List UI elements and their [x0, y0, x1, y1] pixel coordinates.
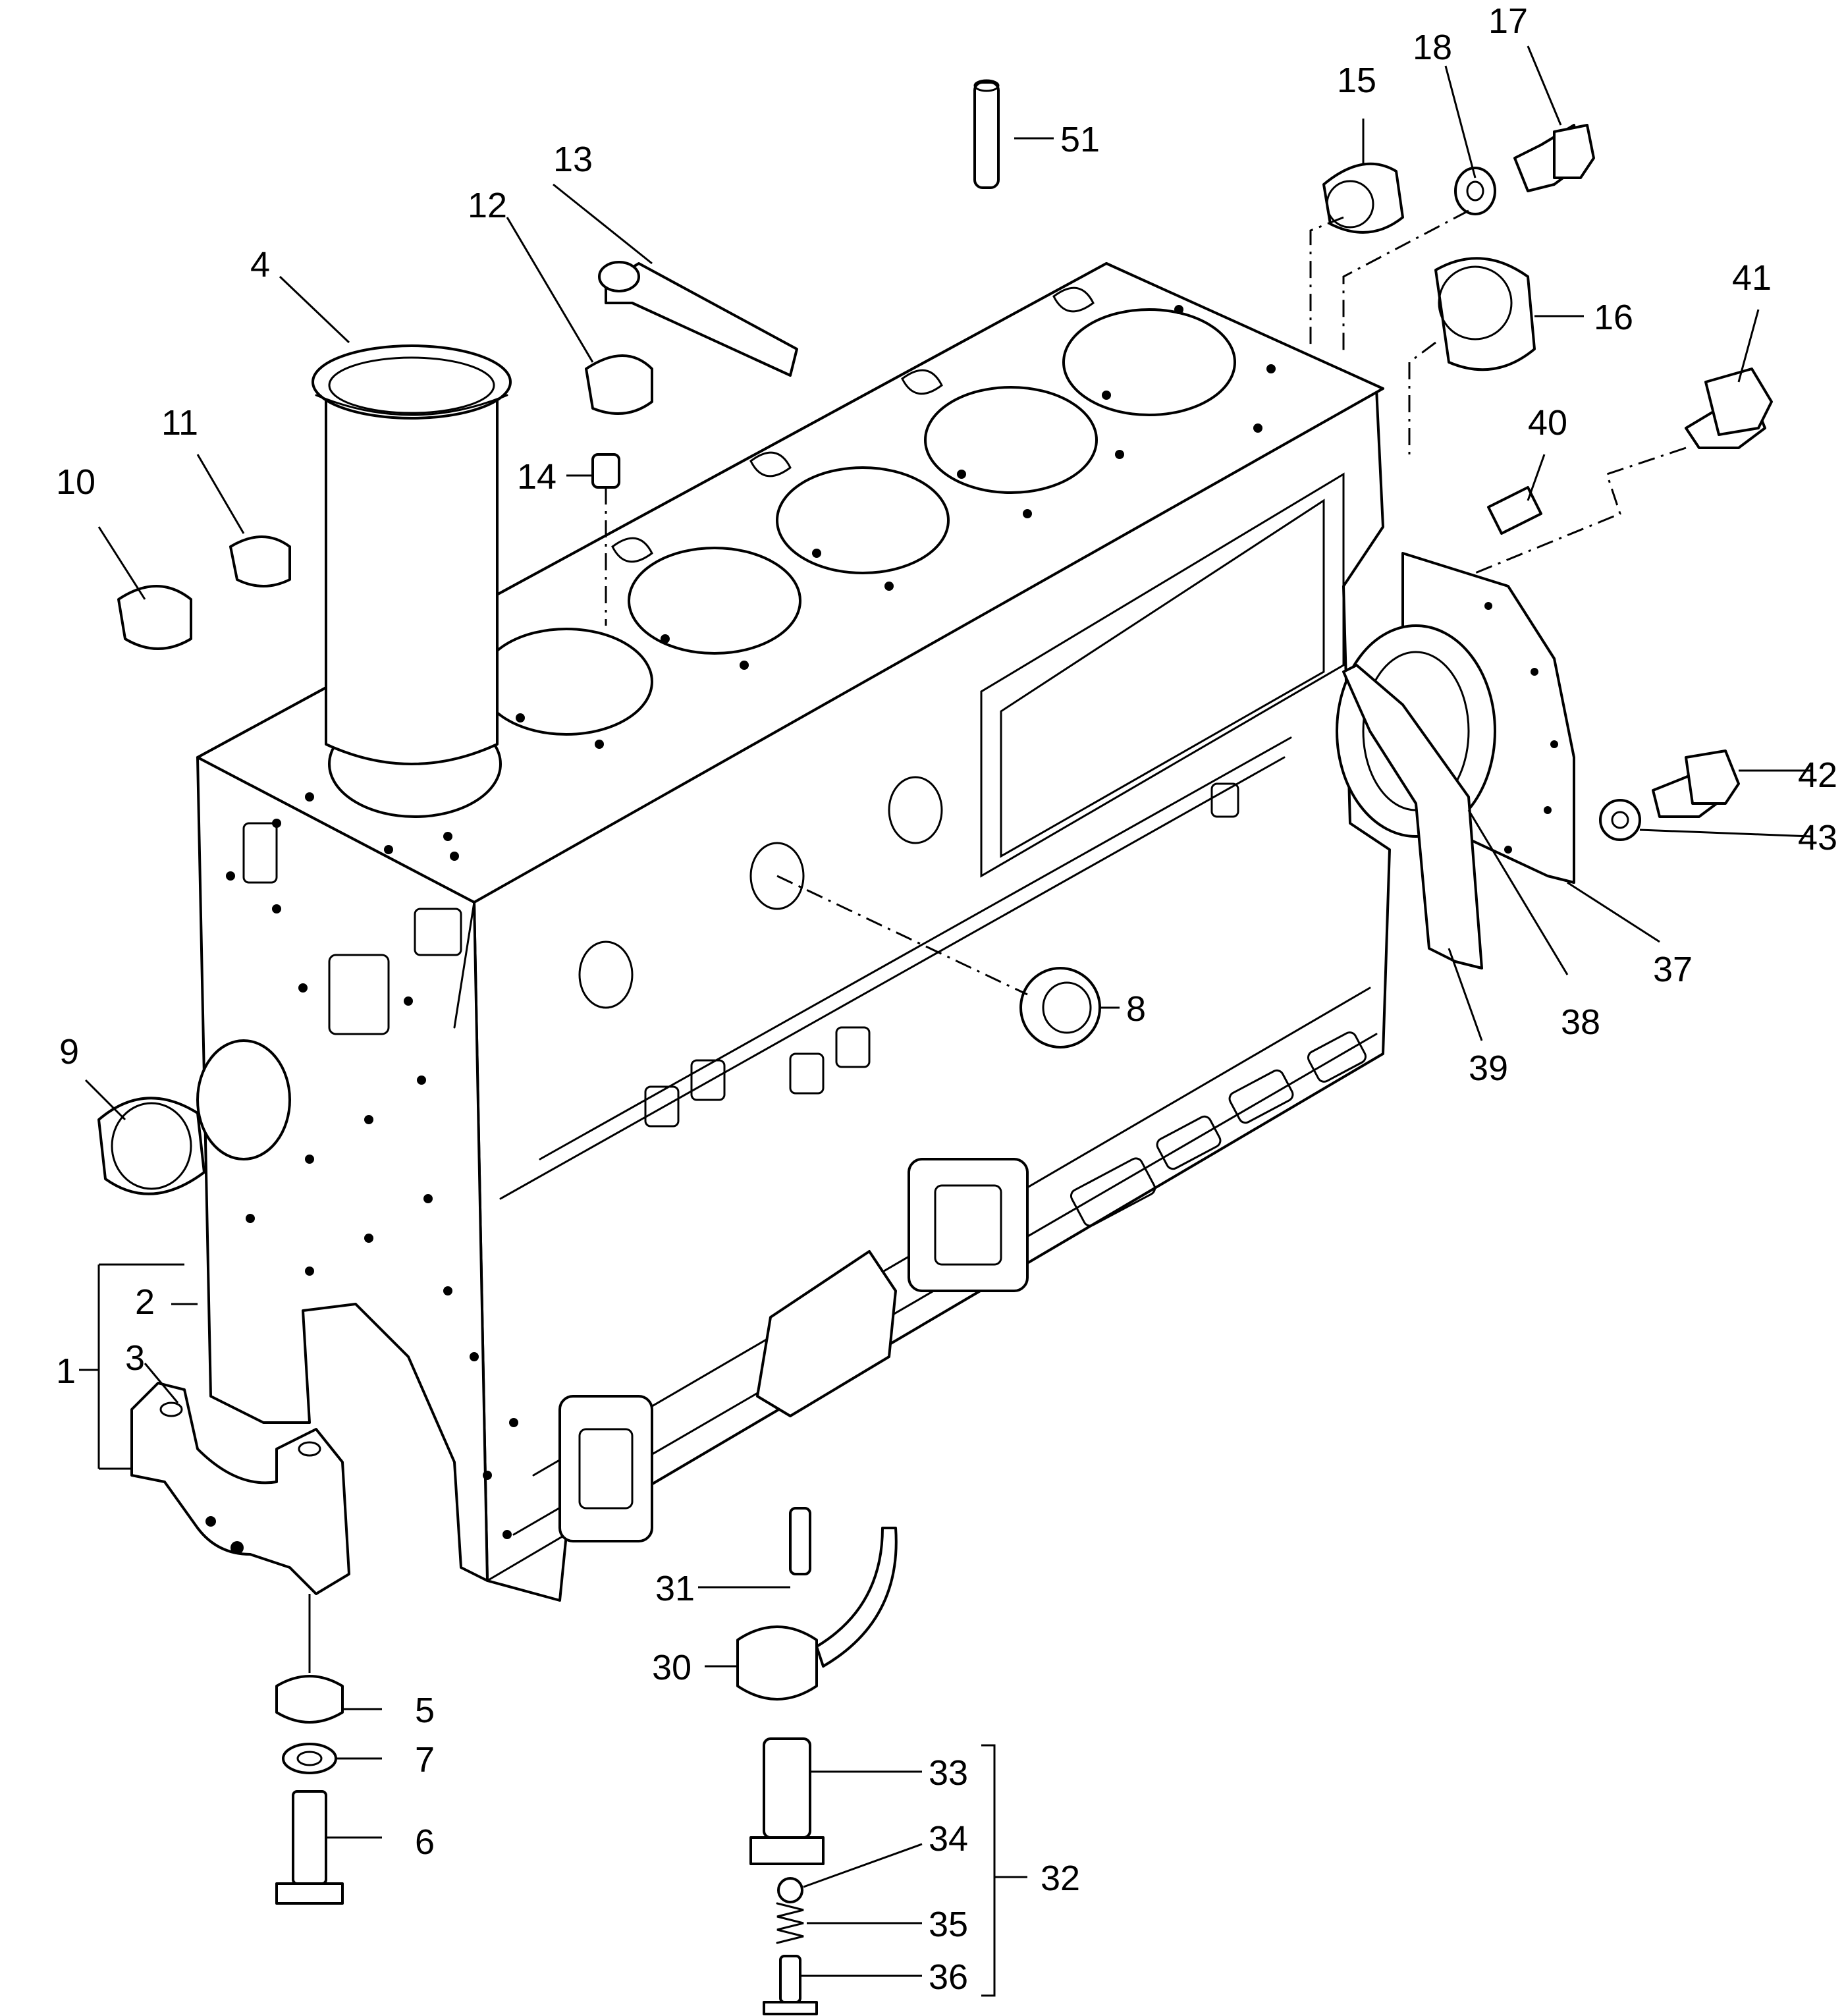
callout-36: 36	[929, 1957, 968, 1997]
bolt-6	[275, 1790, 344, 1905]
oil-jet-assembly-30	[736, 1527, 898, 1701]
assembly-line-18	[1342, 209, 1469, 356]
bolt-42	[1652, 749, 1740, 818]
callout-16: 16	[1594, 298, 1633, 337]
callout-17: 17	[1488, 1, 1528, 41]
callout-30: 30	[652, 1648, 692, 1687]
callout-37: 37	[1653, 950, 1693, 989]
cylinder-liner	[312, 344, 512, 765]
callout-3: 3	[125, 1338, 145, 1378]
cap-16	[1434, 257, 1536, 371]
callout-43: 43	[1798, 818, 1837, 858]
spacer-5	[275, 1675, 344, 1724]
callout-32: 32	[1041, 1859, 1080, 1898]
callout-leaders	[79, 45, 1812, 1997]
cup-plug-10	[117, 585, 192, 650]
callout-13: 13	[553, 140, 593, 179]
assembly-line-15	[1309, 216, 1344, 349]
dowel-pin-51	[973, 79, 1000, 189]
callout-9: 9	[59, 1032, 79, 1072]
callout-10: 10	[56, 462, 95, 502]
bolt-17	[1513, 124, 1595, 192]
callout-11: 11	[161, 403, 198, 443]
main-bearing-cap	[130, 1382, 350, 1595]
bolt-41	[1475, 368, 1773, 574]
dowel-14	[591, 453, 620, 626]
pin-31	[789, 1507, 811, 1575]
spring-35	[776, 1902, 804, 1944]
washer-7	[282, 1743, 337, 1774]
expansion-plug-13	[598, 261, 798, 377]
callout-18: 18	[1413, 28, 1452, 67]
cap-15	[1322, 162, 1404, 234]
callout-1: 1	[56, 1351, 76, 1391]
dowel-40	[1487, 486, 1542, 535]
callout-14: 14	[517, 457, 556, 497]
callout-2: 2	[135, 1282, 155, 1322]
callout-34: 34	[929, 1819, 968, 1859]
callout-5: 5	[415, 1691, 435, 1730]
callout-6: 6	[415, 1822, 435, 1862]
callout-33: 33	[929, 1753, 968, 1793]
ball-34	[777, 1877, 803, 1903]
callout-31: 31	[655, 1569, 695, 1608]
callout-35: 35	[929, 1905, 968, 1944]
washer-18	[1454, 167, 1496, 215]
rear-seal-gasket	[1342, 664, 1483, 969]
callout-12: 12	[468, 186, 507, 225]
callout-51: 51	[1060, 120, 1100, 159]
callout-39: 39	[1469, 1049, 1508, 1088]
callout-8: 8	[1126, 989, 1146, 1029]
assembly-line-16	[1408, 341, 1436, 454]
plug-36	[763, 1955, 818, 2015]
callout-7: 7	[415, 1740, 435, 1780]
relief-valve-body-33	[749, 1737, 825, 1865]
callout-38: 38	[1561, 1002, 1600, 1042]
callout-15: 15	[1337, 61, 1376, 100]
cup-plug-12	[585, 354, 653, 415]
camshaft-bushing-8	[776, 875, 1101, 1049]
callout-42: 42	[1798, 755, 1837, 795]
callout-4: 4	[250, 245, 270, 285]
cup-plug-11	[229, 535, 291, 587]
callout-labels: 51 13 12 4 11 10 14 15 18 17 16 41 40 42…	[56, 1, 1837, 1997]
thrust-bearing-9	[97, 1097, 205, 1195]
callout-41: 41	[1732, 258, 1772, 298]
callout-40: 40	[1528, 403, 1567, 443]
washer-43	[1599, 799, 1641, 841]
